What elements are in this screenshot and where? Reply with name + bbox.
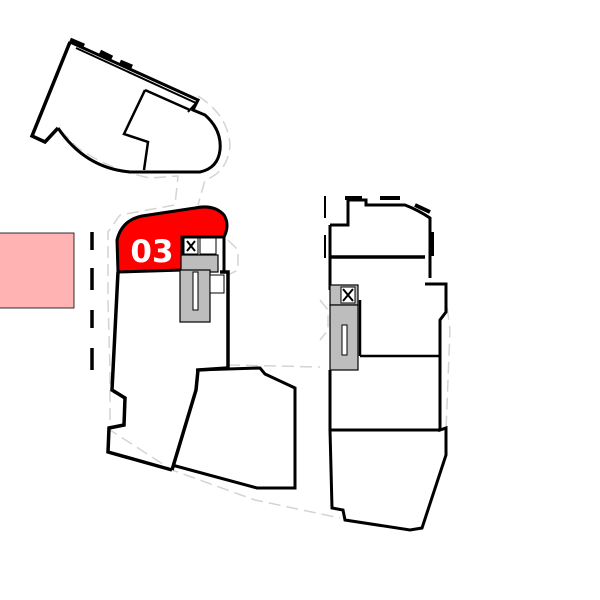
north-building	[29, 37, 222, 174]
east-building	[324, 196, 448, 532]
unit-03[interactable]	[115, 205, 229, 274]
central-building: 03	[106, 205, 297, 490]
adjacent-area	[0, 232, 75, 309]
unit-03-label: 03	[130, 234, 173, 270]
site-outline	[59, 95, 451, 519]
